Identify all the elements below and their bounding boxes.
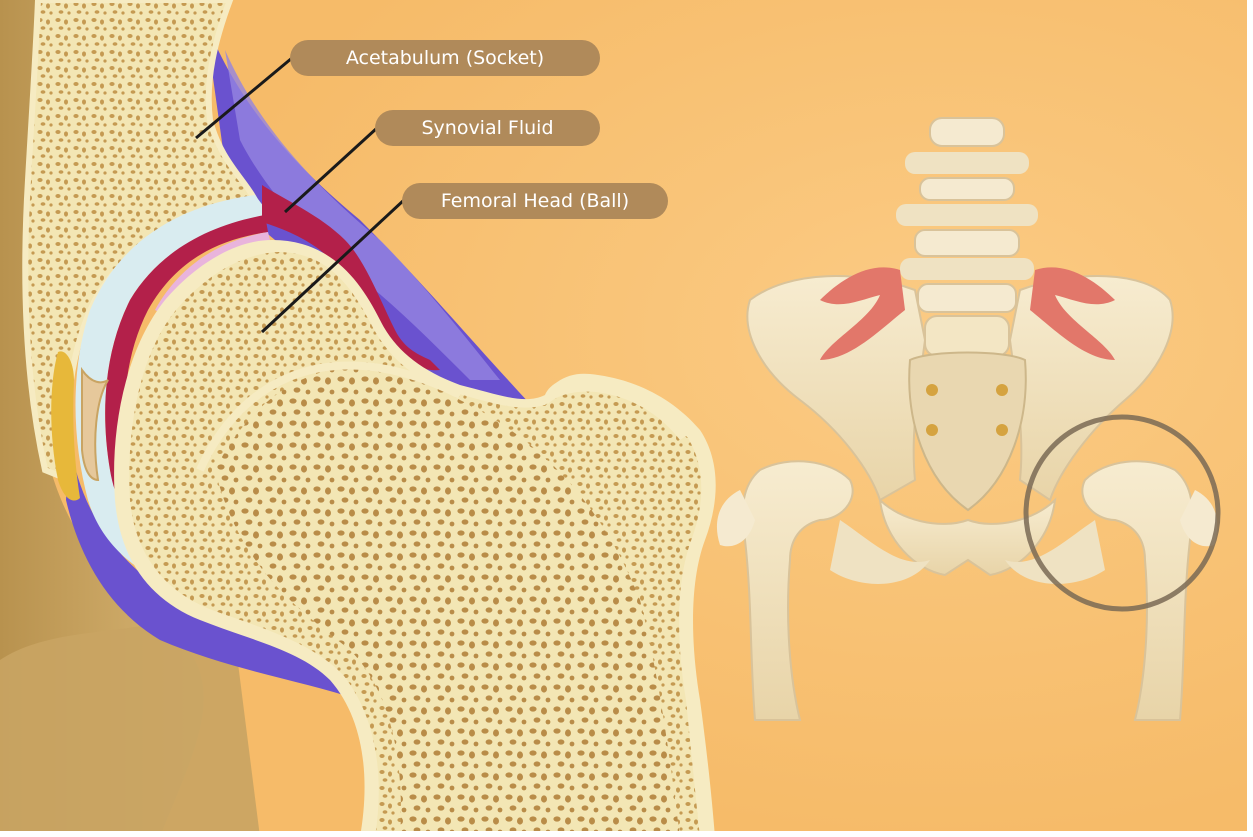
femoral-head-label: Femoral Head (Ball) bbox=[402, 183, 668, 219]
synovial-fluid-label: Synovial Fluid bbox=[375, 110, 600, 146]
acetabulum-label: Acetabulum (Socket) bbox=[290, 40, 600, 76]
